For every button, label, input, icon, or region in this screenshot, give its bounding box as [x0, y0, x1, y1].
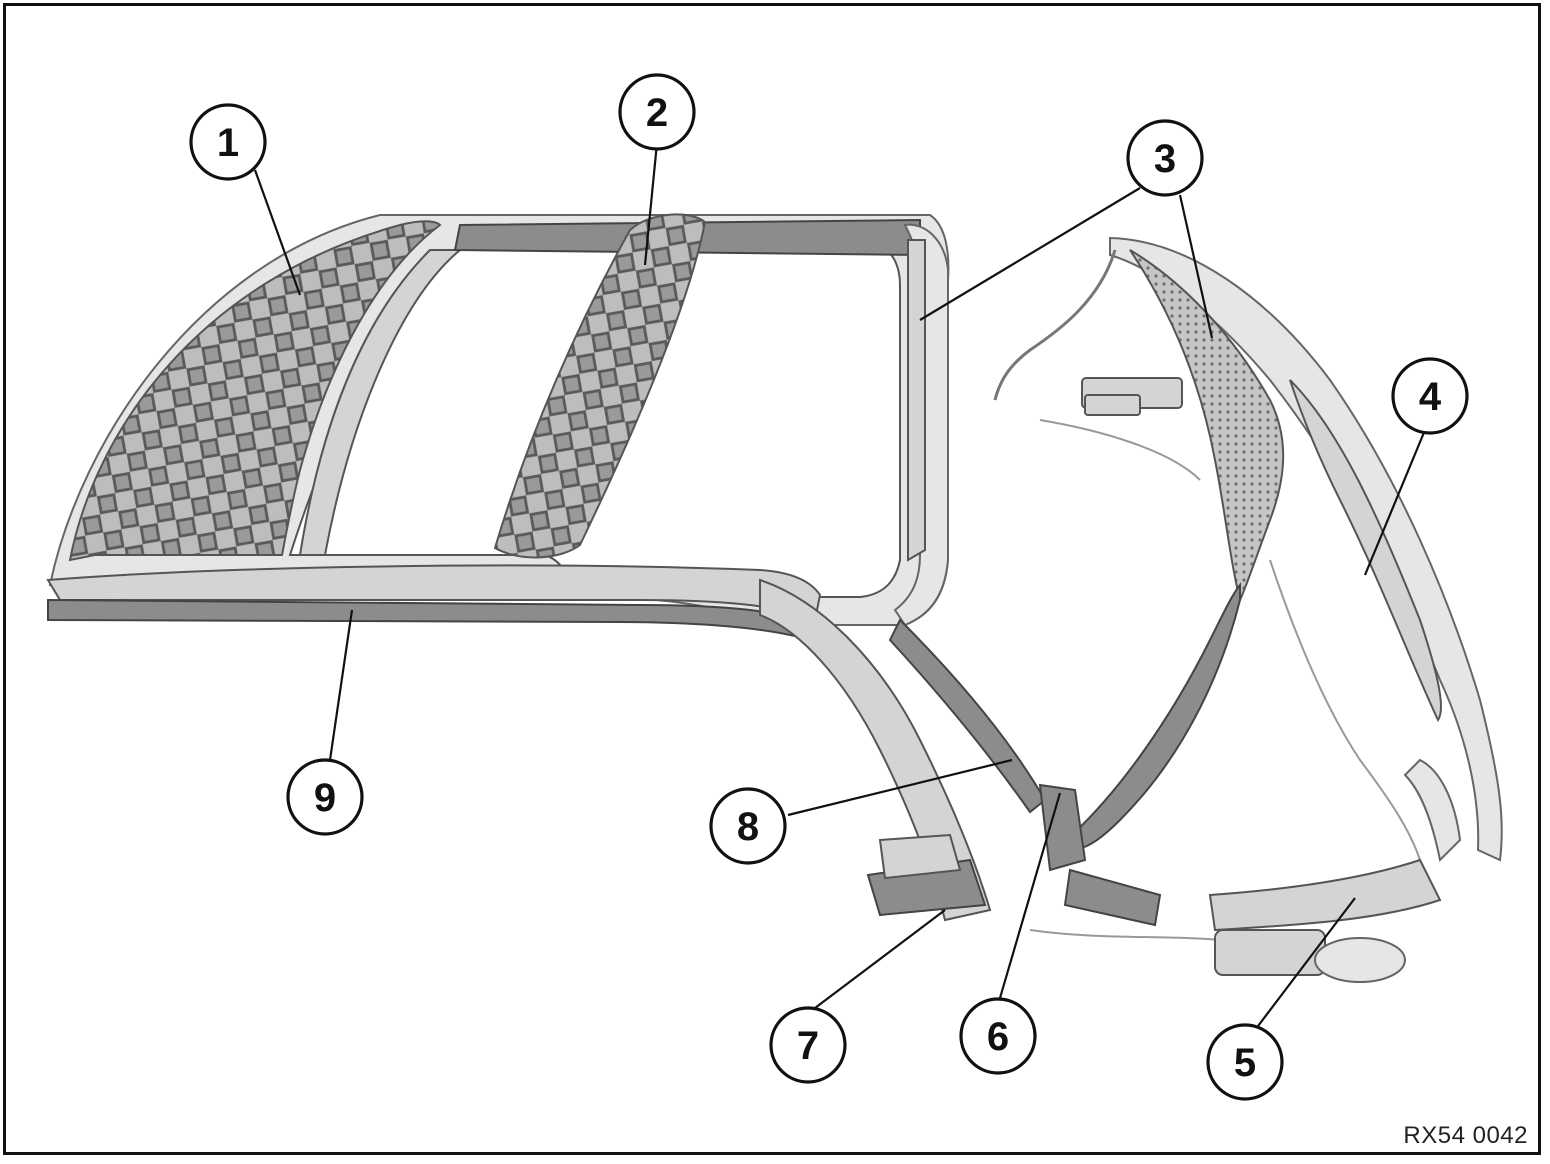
- callout-2: 2: [618, 73, 696, 151]
- hinge-bracket-7: [866, 833, 987, 917]
- rear-bow-4: [1109, 236, 1503, 862]
- callout-2-label: 2: [646, 91, 668, 135]
- rear-bracket: [1081, 377, 1183, 416]
- main-pillar-8: [759, 578, 1087, 922]
- leader-7: [814, 909, 946, 1009]
- callout-3-label: 3: [1154, 137, 1176, 181]
- callout-6: 6: [959, 997, 1037, 1075]
- leader-3b: [1178, 194, 1214, 339]
- cables: [993, 249, 1421, 941]
- leader-lines: [253, 142, 1427, 1031]
- leader-2: [643, 142, 659, 266]
- leader-4: [1363, 429, 1427, 576]
- leader-5: [1254, 897, 1356, 1031]
- mesh-panel-3: [1129, 249, 1285, 603]
- callout-7-label: 7: [797, 1024, 819, 1068]
- callout-5: 5: [1206, 1023, 1284, 1101]
- leader-8: [787, 758, 1013, 817]
- callout-3: 3: [1126, 119, 1204, 197]
- callout-7: 7: [769, 1006, 847, 1084]
- leader-9: [328, 609, 354, 761]
- callout-9: 9: [286, 758, 364, 836]
- leader-1: [253, 169, 302, 296]
- leader-3a: [919, 187, 1141, 321]
- callout-4: 4: [1391, 357, 1469, 435]
- callout-4-label: 4: [1419, 375, 1442, 419]
- callout-1: 1: [189, 103, 267, 181]
- callout-8: 8: [709, 787, 787, 865]
- callout-6-label: 6: [987, 1015, 1009, 1059]
- roof-frame: [46, 213, 950, 642]
- callout-8-label: 8: [737, 805, 759, 849]
- callout-9-label: 9: [314, 776, 336, 820]
- leader-6: [998, 792, 1062, 999]
- drive-assembly-5: [1063, 758, 1462, 983]
- callout-5-label: 5: [1234, 1041, 1256, 1085]
- figure-reference-code: RX54 0042: [1403, 1122, 1528, 1149]
- callout-1-label: 1: [217, 121, 239, 165]
